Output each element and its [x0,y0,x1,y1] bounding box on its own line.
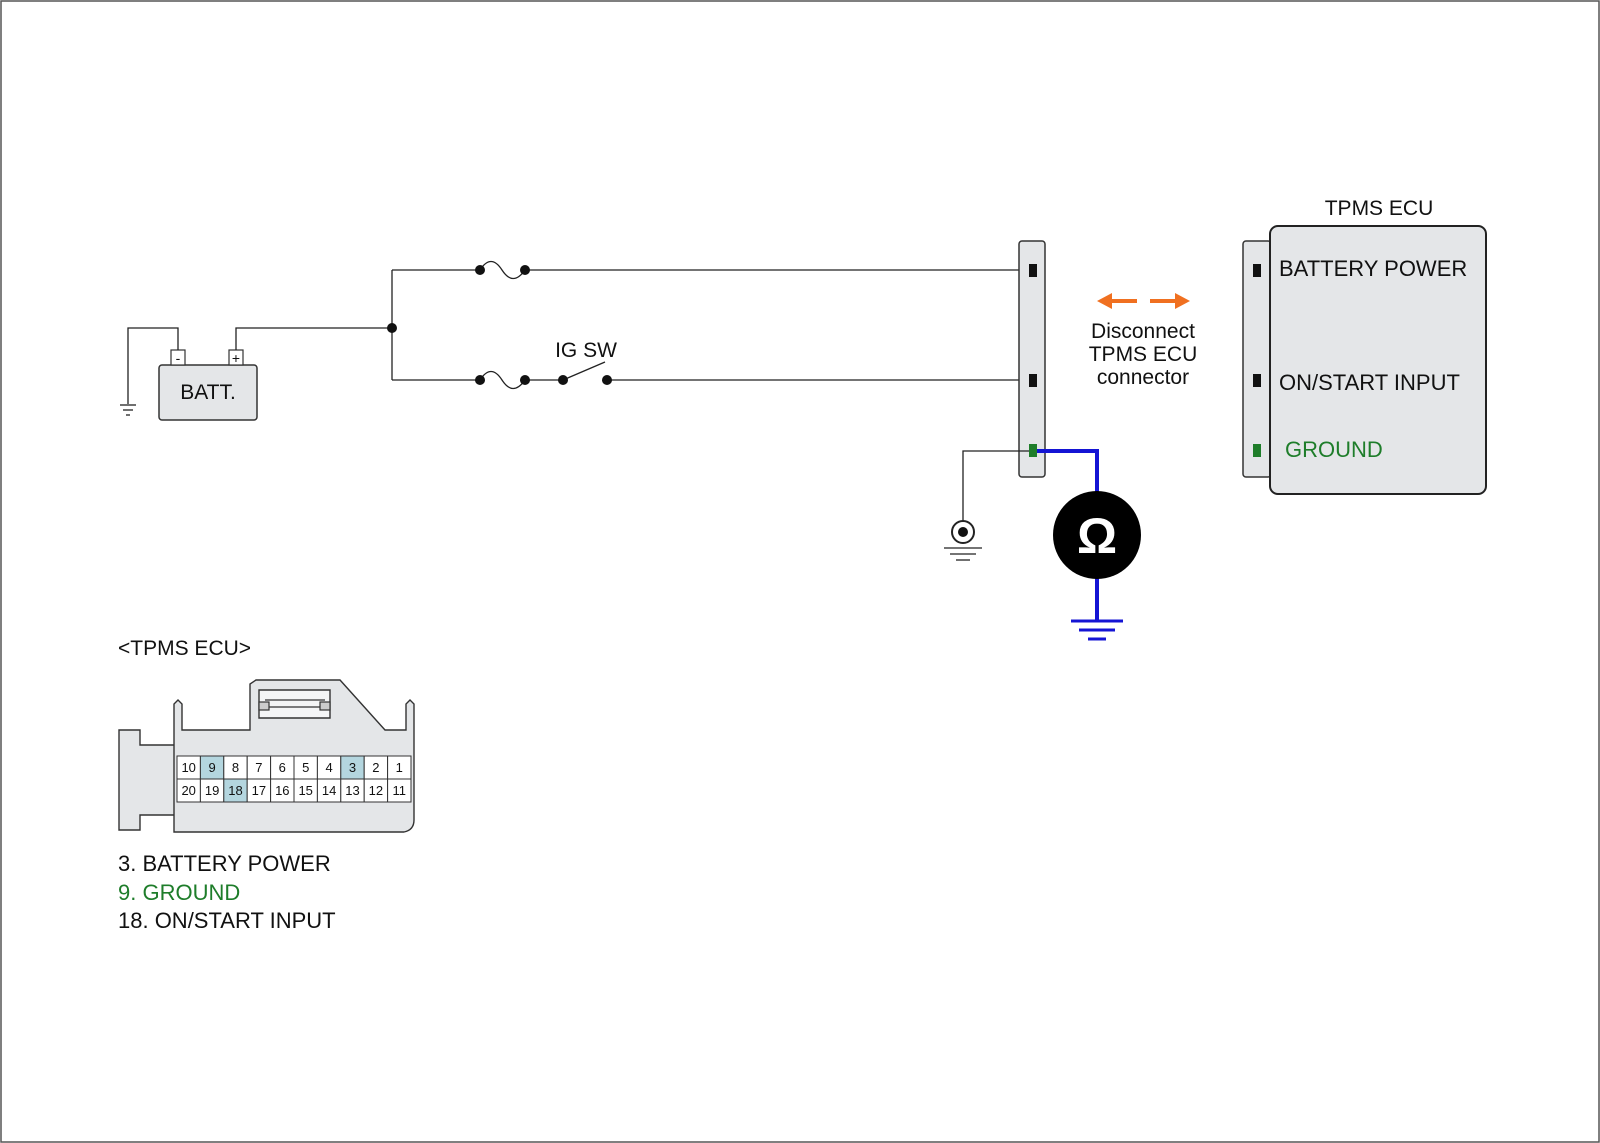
pin-legend-ground: 9. GROUND [118,880,240,905]
pin-number-4: 4 [325,760,332,775]
pin-number-7: 7 [255,760,262,775]
main-feed-wire [235,270,393,380]
harness-connector [1018,240,1046,478]
pin-cell-11 [387,778,412,803]
pin-number-9: 9 [208,760,215,775]
ecu-body [1269,225,1487,495]
connector-lock-window [258,689,331,719]
arrow-right-icon [1175,293,1190,309]
fuse-1-terminal-right [520,265,530,275]
pin-number-13: 13 [345,783,359,798]
disconnect-note-line-1: Disconnect [1091,320,1195,343]
pin-legend-on-start-input: 18. ON/START INPUT [118,908,336,933]
battery-ground-wire [120,327,179,416]
pin-number-19: 19 [205,783,219,798]
battery-positive-label: + [232,350,240,366]
on-start-circuit [392,361,1028,390]
pin-number-3: 3 [349,760,356,775]
battery-label: BATT. [180,381,236,404]
battery-negative-label: - [176,350,181,366]
battery-body [158,364,258,421]
disconnect-arrows [1097,293,1190,309]
connector-latch-tab [118,729,177,831]
pin-number-6: 6 [279,760,286,775]
chassis-ground-icon [958,527,968,537]
pin-number-20: 20 [181,783,195,798]
junction-dot [387,323,397,333]
ecu-terminal-on-start-input: ON/START INPUT [1279,370,1460,395]
ohm-symbol-icon: Ω [1077,508,1117,564]
connector-lock-detail [258,699,331,711]
ecu-title: TPMS ECU [1325,197,1434,220]
fuse-2-terminal-left [475,375,485,385]
arrow-left-icon [1097,293,1112,309]
pin-legend-battery-power: 3. BATTERY POWER [118,851,331,876]
pin-number-11: 11 [393,783,407,798]
connector-view-title: <TPMS ECU> [118,637,251,660]
ecu-pin-battery-power [1253,264,1261,277]
ig-switch-contact-right [602,375,612,385]
harness-pin-ground [1029,444,1037,457]
pin-number-12: 12 [369,783,383,798]
pin-number-5: 5 [302,760,309,775]
ecu-pin-ground [1253,444,1261,457]
ecu-pin-on-start-input [1253,374,1261,387]
disconnect-note-line-3: connector [1097,366,1189,389]
ecu-terminal-ground: GROUND [1285,437,1383,462]
pin-number-1: 1 [396,760,403,775]
pin-number-17: 17 [252,783,266,798]
fuse-1-terminal-left [475,265,485,275]
disconnect-note-line-2: TPMS ECU [1089,343,1198,366]
pin-number-2: 2 [372,760,379,775]
harness-pin-on-start-input [1029,374,1037,387]
ig-switch-blade [562,361,606,381]
chassis-ground-wire [944,450,1029,561]
pin-number-15: 15 [298,783,312,798]
ig-switch-label: IG SW [555,339,617,362]
pin-number-16: 16 [275,783,289,798]
ecu-terminal-battery-power: BATTERY POWER [1279,256,1467,281]
pin-number-18: 18 [228,783,242,798]
pin-number-10: 10 [181,760,195,775]
battery: - + BATT. [158,349,258,421]
ohmmeter [1053,491,1141,579]
fuse-2-terminal-right [520,375,530,385]
fuse-1 [479,260,526,280]
ohmmeter-leads [1037,449,1123,641]
battery-power-circuit [392,260,1028,280]
pin-number-8: 8 [232,760,239,775]
harness-pin-battery-power [1029,264,1037,277]
pin-number-14: 14 [322,783,336,798]
ig-switch-contact-left [558,375,568,385]
fuse-2 [479,370,526,390]
